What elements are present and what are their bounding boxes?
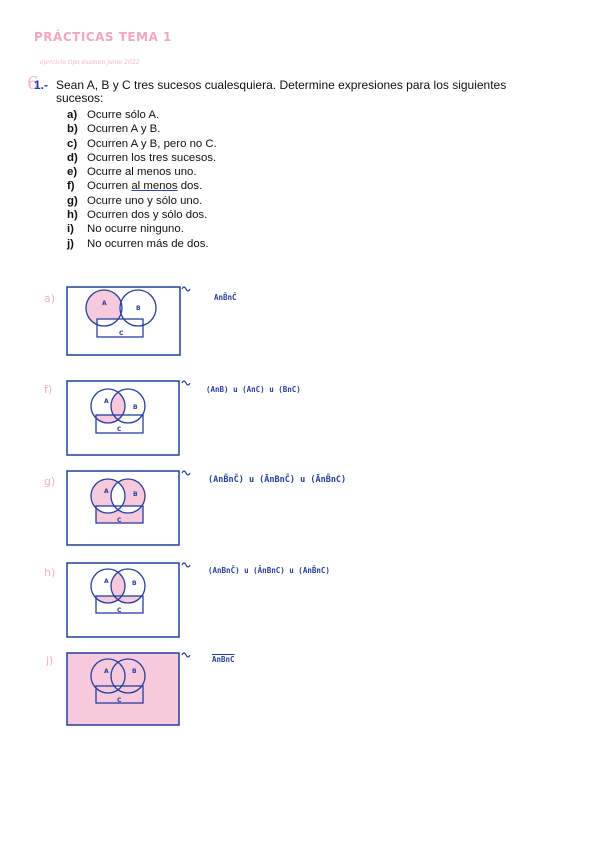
squiggle-mark <box>181 652 191 658</box>
label-b: B <box>133 404 138 411</box>
label-a: A <box>102 300 107 307</box>
question-statement: 1.- Sean A, B y C tres sucesos cualesqui… <box>34 79 546 105</box>
circle-a <box>90 478 126 514</box>
question-text-line1: Sean A, B y C tres sucesos cualesquiera.… <box>56 78 507 92</box>
squiggle-mark <box>181 562 191 568</box>
region-c <box>95 685 144 704</box>
universe-rect-shaded <box>66 652 180 726</box>
list-item: i)No ocurre ninguno. <box>67 223 184 236</box>
circle-b <box>119 289 157 327</box>
circle-a <box>90 568 126 604</box>
squiggle-mark <box>181 286 191 292</box>
label-a: A <box>104 578 109 585</box>
answer-a-expression: AnB̄nC̄ <box>214 293 237 302</box>
shade-a-and-c <box>96 415 125 423</box>
region-c <box>95 595 144 614</box>
circle-b <box>110 478 146 514</box>
list-item: d)Ocurren los tres sucesos. <box>67 151 217 164</box>
label-b: B <box>132 668 137 675</box>
list-item: c)Ocurren A y B, pero no C. <box>67 137 217 150</box>
answer-j-label: j) <box>46 654 54 667</box>
shade-a-and-c <box>96 596 125 603</box>
universe-rect <box>66 286 181 356</box>
venn-diagram-h: A B C <box>66 562 191 638</box>
region-c <box>95 505 144 524</box>
label-c: C <box>117 697 122 704</box>
venn-diagram-f: A B C <box>66 380 191 456</box>
label-b: B <box>136 305 141 312</box>
list-item: e)Ocurre al menos uno. <box>67 166 197 179</box>
list-item: a)Ocurre sólo A. <box>67 109 160 121</box>
list-item: h)Ocurren dos y sólo dos. <box>67 209 208 222</box>
universe-rect <box>66 470 180 546</box>
page-subtitle: ejercicio tipo examen junio 2022 <box>40 59 140 66</box>
mask-b-and-c <box>111 506 143 513</box>
circle-a <box>90 388 126 424</box>
universe-rect <box>66 562 180 638</box>
answer-g-label: g) <box>44 475 56 488</box>
squiggle-mark <box>181 380 191 386</box>
question-items: a)Ocurre sólo A. b)Ocurren A y B. c)Ocur… <box>67 108 217 251</box>
circle-b <box>110 658 146 694</box>
page-title: PRÁCTICAS TEMA 1 <box>34 30 172 44</box>
answer-g-expression: (AnB̄nC̄) u (ĀnBnC̄) u (ĀnB̄nC) <box>208 475 347 485</box>
mask-a-and-c <box>96 506 125 513</box>
mask-c <box>97 319 143 337</box>
region-c <box>96 318 144 338</box>
decorative-six: 6 <box>27 73 39 94</box>
label-c: C <box>117 517 122 524</box>
list-item: j)No ocurren más de dos. <box>67 237 209 250</box>
circle-a <box>85 289 123 327</box>
circle-b <box>110 568 146 604</box>
list-item: f)Ocurren al menos dos. <box>67 180 203 193</box>
answer-f-label: f) <box>44 383 53 396</box>
label-c: C <box>117 426 122 433</box>
question-text-line2: sucesos: <box>56 91 104 105</box>
region-c <box>95 414 144 434</box>
answer-h-label: h) <box>44 566 56 579</box>
venn-diagram-a: A B C <box>66 286 191 356</box>
label-c: C <box>117 607 122 614</box>
mask-a-and-b <box>111 479 125 513</box>
answer-f-expression: (AnB) u (AnC) u (BnC) <box>206 385 301 394</box>
shade-b-and-c <box>111 596 143 603</box>
squiggle-mark <box>181 470 191 476</box>
list-item: b)Ocurren A y B. <box>67 123 161 136</box>
label-c: C <box>119 330 124 337</box>
circle-b <box>110 388 146 424</box>
answer-a-label: a) <box>44 292 56 305</box>
list-item: g)Ocurre uno y sólo uno. <box>67 194 203 207</box>
label-a: A <box>104 398 109 405</box>
venn-diagram-j: A B C <box>66 652 191 726</box>
label-a: A <box>104 668 109 675</box>
underlined-text: al menos <box>131 180 178 193</box>
label-b: B <box>132 580 137 587</box>
universe-rect <box>66 380 180 456</box>
shade-a-and-b <box>111 569 125 603</box>
shade-only-a <box>86 290 122 326</box>
answer-h-expression: (AnBnC̄) u (ĀnBnC) u (AnB̄nC) <box>208 566 330 575</box>
mask-b <box>120 290 156 326</box>
circle-a <box>90 658 126 694</box>
label-a: A <box>104 488 109 495</box>
question-number: 1.- <box>34 78 49 92</box>
answer-j-expression: AnBnC <box>212 655 235 664</box>
venn-diagram-g: A B C <box>66 470 191 546</box>
label-b: B <box>133 491 138 498</box>
